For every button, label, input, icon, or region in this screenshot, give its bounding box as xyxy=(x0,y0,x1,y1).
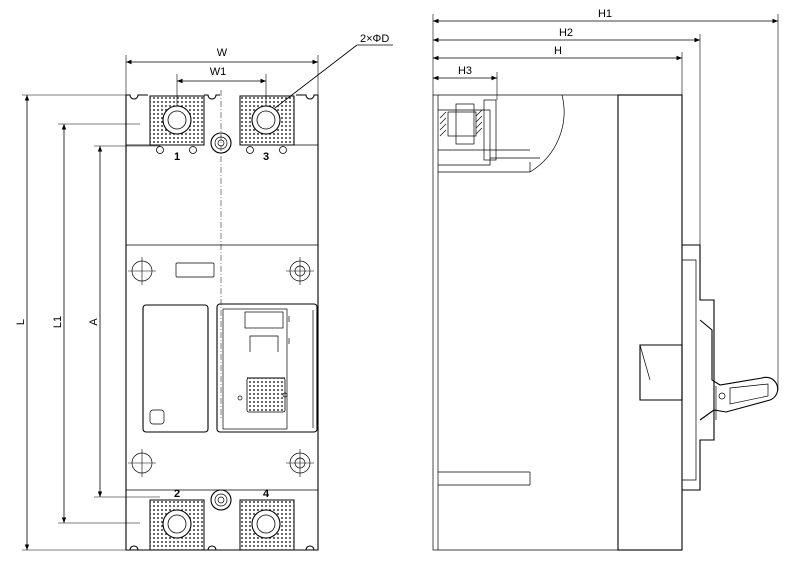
side-dimensions: H1 H2 H H3 xyxy=(432,8,779,390)
dim-l1: L1 xyxy=(52,316,64,328)
dim-w1: W1 xyxy=(210,66,227,78)
nameplate-window xyxy=(175,262,215,278)
side-body xyxy=(617,94,683,551)
dim-h: H xyxy=(554,45,562,57)
terminal-label-2: 2 xyxy=(174,488,180,500)
terminal-3 xyxy=(239,95,295,154)
terminal-2 xyxy=(149,499,205,551)
label-panel xyxy=(142,304,209,433)
dim-l: L xyxy=(15,319,27,325)
front-view: 1 3 xyxy=(125,90,319,551)
bottom-center-screw xyxy=(210,489,232,511)
dim-holes: 2×ΦD xyxy=(360,33,389,45)
side-view xyxy=(432,94,779,551)
mounting-holes xyxy=(128,257,314,477)
dim-w: W xyxy=(217,47,228,59)
front-dimensions: W W1 2×ΦD L L1 A xyxy=(15,33,393,551)
front-body-outline xyxy=(125,95,319,551)
terminal-4 xyxy=(239,499,295,551)
dim-h1: H1 xyxy=(598,8,612,20)
handle-panel xyxy=(216,303,318,433)
terminal-label-3: 3 xyxy=(263,151,269,163)
dim-h2: H2 xyxy=(559,27,573,39)
dim-a: A xyxy=(88,318,100,326)
dim-h3: H3 xyxy=(458,65,472,77)
terminal-label-1: 1 xyxy=(174,151,180,163)
side-handle xyxy=(639,244,779,491)
terminal-label-4: 4 xyxy=(263,488,270,500)
